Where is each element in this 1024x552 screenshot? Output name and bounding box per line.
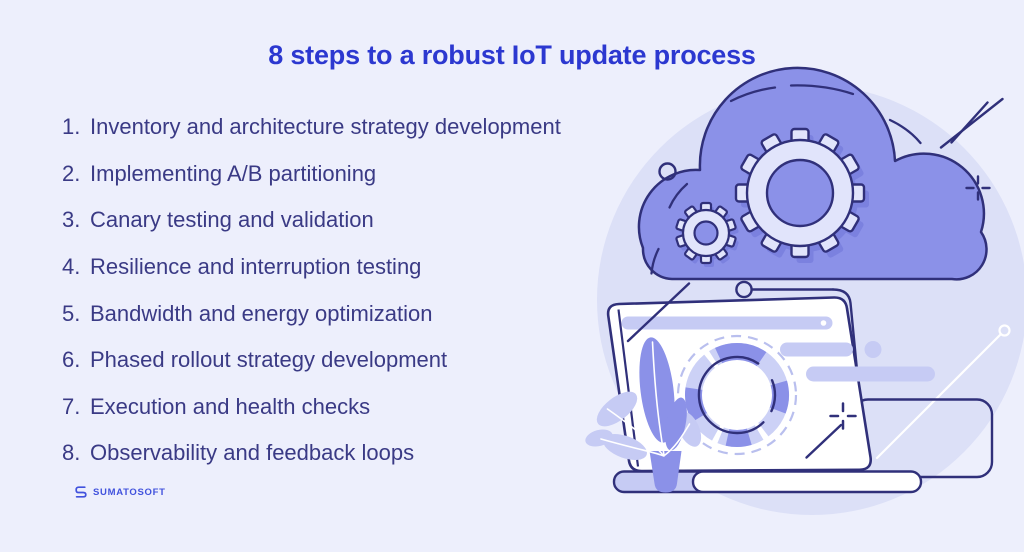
step-item: 2. Implementing A/B partitioning: [62, 151, 561, 198]
sparkle-plus-icon: [829, 402, 857, 430]
step-number: 4.: [62, 254, 81, 280]
step-item: 5. Bandwidth and energy optimization: [62, 290, 561, 337]
step-item: 1. Inventory and architecture strategy d…: [62, 104, 561, 151]
step-label: Observability and feedback loops: [90, 440, 415, 466]
screen-diagonal-line: [805, 423, 843, 459]
step-item: 8. Observability and feedback loops: [62, 430, 561, 477]
browser-bar: [621, 316, 833, 330]
step-item: 6. Phased rollout strategy development: [62, 337, 561, 384]
cloud-sketch-arcs: [650, 84, 922, 275]
step-item: 7. Execution and health checks: [62, 384, 561, 431]
step-number: 3.: [62, 207, 81, 233]
sumatosoft-logo: SUMATOSOFT: [74, 485, 166, 499]
step-number: 1.: [62, 114, 81, 140]
step-item: 3. Canary testing and validation: [62, 197, 561, 244]
gear-small-icon: [675, 201, 739, 267]
page-title: 8 steps to a robust IoT update process: [268, 40, 756, 70]
step-label: Canary testing and validation: [90, 207, 374, 233]
sumatosoft-s-icon: [75, 486, 87, 498]
floating-pills: [780, 341, 935, 382]
step-number: 7.: [62, 393, 81, 419]
speed-lines-icon: [939, 97, 1004, 149]
browser-bar-dot: [820, 320, 827, 326]
topleft-diagonal-line: [626, 282, 691, 343]
step-label: Bandwidth and energy optimization: [90, 300, 433, 326]
logo-text: SUMATOSOFT: [93, 486, 166, 498]
step-number: 2.: [62, 160, 81, 186]
steps-list: 1. Inventory and architecture strategy d…: [62, 104, 561, 477]
step-number: 6.: [62, 347, 81, 373]
step-item: 4. Resilience and interruption testing: [62, 244, 561, 291]
step-number: 8.: [62, 440, 81, 466]
step-label: Implementing A/B partitioning: [90, 160, 377, 186]
progress-ring-icon: [676, 334, 798, 456]
back-window-icon: [735, 280, 865, 434]
plant-icon: [585, 337, 702, 493]
small-circle-outline: [658, 162, 677, 181]
white-accent-line: [875, 324, 1011, 460]
sparkle-plus-right-icon: [965, 175, 991, 201]
gear-large-icon: [734, 127, 869, 263]
dashed-ring: [676, 334, 798, 456]
step-number: 5.: [62, 300, 81, 326]
step-label: Resilience and interruption testing: [90, 254, 422, 280]
plant-pot: [649, 451, 682, 493]
step-label: Execution and health checks: [90, 393, 371, 419]
step-label: Inventory and architecture strategy deve…: [90, 114, 561, 140]
step-label: Phased rollout strategy development: [90, 347, 448, 373]
